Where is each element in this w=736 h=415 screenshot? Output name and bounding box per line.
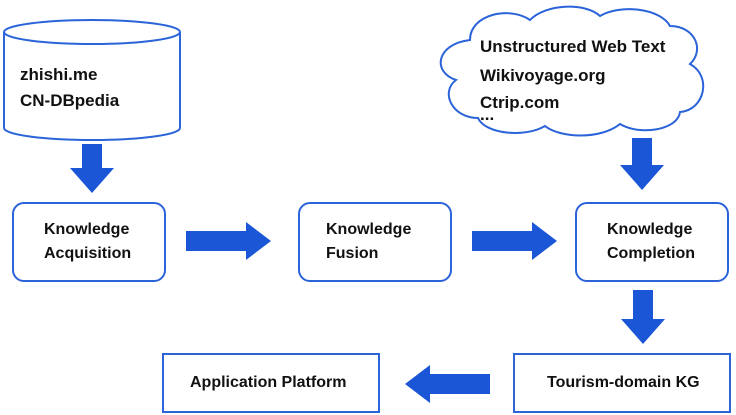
arrow-cloud-to-completion xyxy=(620,138,664,190)
cloud-line-3: Ctrip.com xyxy=(480,93,560,112)
application-platform-label: Application Platform xyxy=(190,374,347,391)
cloud-line-1: Unstructured Web Text xyxy=(480,37,666,56)
completion-line-1: Knowledge xyxy=(607,221,693,238)
acquisition-line-2: Acquisition xyxy=(44,245,132,262)
database-line-2: CN-DBpedia xyxy=(20,91,120,110)
tourism-kg-box: Tourism-domain KG xyxy=(513,353,731,413)
arrow-fusion-to-completion xyxy=(472,222,557,260)
cloud-line-4: ... xyxy=(480,105,495,124)
arrow-database-to-acquisition xyxy=(70,144,114,193)
database-cylinder xyxy=(3,19,181,141)
acquisition-line-1: Knowledge xyxy=(44,221,130,238)
application-platform-box: Application Platform xyxy=(162,353,380,413)
fusion-line-2: Fusion xyxy=(326,245,379,262)
database-label: zhishi.me CN-DBpedia xyxy=(20,62,119,114)
web-text-cloud xyxy=(439,5,705,137)
knowledge-completion-box: Knowledge Completion xyxy=(575,202,729,282)
arrow-acquisition-to-fusion xyxy=(186,222,271,260)
cloud-label: Unstructured Web Text Wikivoyage.org Ctr… xyxy=(480,32,666,124)
arrow-kg-to-platform xyxy=(405,365,490,403)
tourism-kg-label: Tourism-domain KG xyxy=(547,374,700,391)
arrow-completion-to-kg xyxy=(621,290,665,344)
completion-line-2: Completion xyxy=(607,245,695,262)
knowledge-fusion-box: Knowledge Fusion xyxy=(298,202,452,282)
fusion-line-1: Knowledge xyxy=(326,221,412,238)
cloud-line-2: Wikivoyage.org xyxy=(480,66,606,85)
database-line-1: zhishi.me xyxy=(20,65,98,84)
knowledge-acquisition-box: Knowledge Acquisition xyxy=(12,202,166,282)
